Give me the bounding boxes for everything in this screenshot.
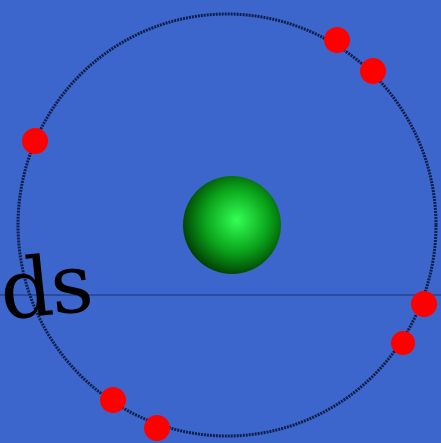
green-sphere-icon[interactable]	[183, 176, 281, 274]
red-ball-6[interactable]	[100, 387, 126, 413]
red-ball-4[interactable]	[411, 291, 437, 317]
red-ball-1[interactable]	[324, 27, 350, 53]
red-ball-7[interactable]	[144, 415, 170, 441]
red-ball-2[interactable]	[360, 58, 386, 84]
text-fragment: ds	[0, 243, 95, 334]
red-ball-3[interactable]	[22, 128, 48, 154]
red-ball-5[interactable]	[391, 331, 415, 355]
